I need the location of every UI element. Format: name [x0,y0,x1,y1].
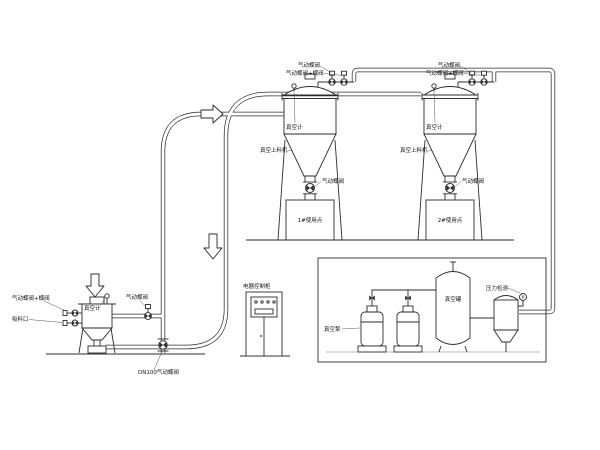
valve-actuator [62,310,68,316]
pressure-gauge-letter: P [522,295,525,301]
filter-cone [493,329,519,343]
indicator-light [254,300,258,304]
suction-label: 吸料口 [12,315,29,323]
station-box [425,199,475,241]
discharge-valve-label: 气动蝶阀 [462,177,484,185]
pump-inlet-cap [402,305,414,313]
control-cabinet: 电器控制柜 [240,282,290,357]
inlet-valve-label: 气动蝶阀+蝶阀 [12,294,50,302]
valve-actuator [329,70,335,76]
dn100-valve-label: DN100气动蝶阀 [138,368,179,376]
pump-inlet-cap [366,305,378,313]
pump-base [393,345,423,353]
tank-label: 真空罐 [445,295,462,303]
door-handle [260,335,262,337]
vacuum-gauge-label: 真空计 [286,123,303,131]
vacuum-gauge-icon [431,83,437,89]
vacuum-pump-1 [357,305,387,353]
pressure-label: 压力检测 [486,284,509,292]
feeder-cone [81,327,113,341]
indicator-light [260,300,264,304]
valve-actuator [469,70,475,76]
pump-room: 真空罐 P 压力检测 真空泵 [317,257,547,363]
valve-actuator [341,70,347,76]
receiver-dome [422,86,478,96]
vacuum-gauge-icon [291,83,297,89]
valve-actuator [145,304,151,309]
vacuum-gauge-label: 真空计 [84,304,101,312]
conveying-pipes [106,67,556,353]
pump-base [357,345,387,353]
top-valve-label: 气动蝶阀 [298,61,320,69]
pump-body [360,311,384,347]
panel-display [254,308,274,315]
pump-label: 真空泵 [324,325,341,333]
arrow-down-icon [85,273,105,298]
receiver-1: 1#使用点 真空计 真空上料机 气动蝶阀 气动蝶阀+蝶阀 气动蝶阀 [260,61,354,241]
vacuum-pump-2 [393,305,423,353]
feeder-body [81,303,113,329]
indicator-light [272,300,276,304]
vacuum-tank: 真空罐 [435,261,471,353]
vacuum-gauge-icon [104,293,110,299]
line-valve-label: 气动蝶阀 [126,293,148,301]
vacuum-gauge-label: 真空计 [426,123,443,131]
dome-cap [304,73,316,80]
top-valve-combo-label: 气动蝶阀+蝶阀 [286,69,324,77]
tank-shell [435,271,471,345]
valve-actuator [62,320,68,326]
indicator-light [266,300,270,304]
cabinet-label: 电器控制柜 [243,282,271,290]
top-valve-combo-label: 气动蝶阀+蝶阀 [426,69,464,77]
station-label: 2#使用点 [438,216,463,224]
arrow-right-icon [200,104,224,124]
discharge-valve-label: 气动蝶阀 [322,177,344,185]
feed-station: 气动蝶阀+蝶阀 吸料口 真空计 气动蝶阀 DN100气动蝶阀 [12,293,205,376]
feeder-base [87,345,107,354]
receiver-cone [423,133,477,177]
flow-arrows [85,104,224,298]
filter-unit: P 压力检测 [470,284,527,352]
receiver-2: 2#使用点 真空计 真空上料机 气动蝶阀 气动蝶阀+蝶阀 气动蝶阀 [400,61,494,241]
unit-label: 真空上料机 [260,146,288,154]
pump-body [396,311,420,347]
unit-label: 真空上料机 [400,146,428,154]
arrow-down-icon [203,233,223,260]
station-label: 1#使用点 [298,216,323,224]
dome-cap [444,73,456,80]
pressure-gauge-icon [519,293,527,301]
pump-room-box [317,257,547,363]
filter-body [493,299,519,331]
receiver-cone [283,133,337,177]
receiver-dome [282,86,338,96]
valve-actuator [481,70,487,76]
top-valve-label: 气动蝶阀 [438,61,460,69]
